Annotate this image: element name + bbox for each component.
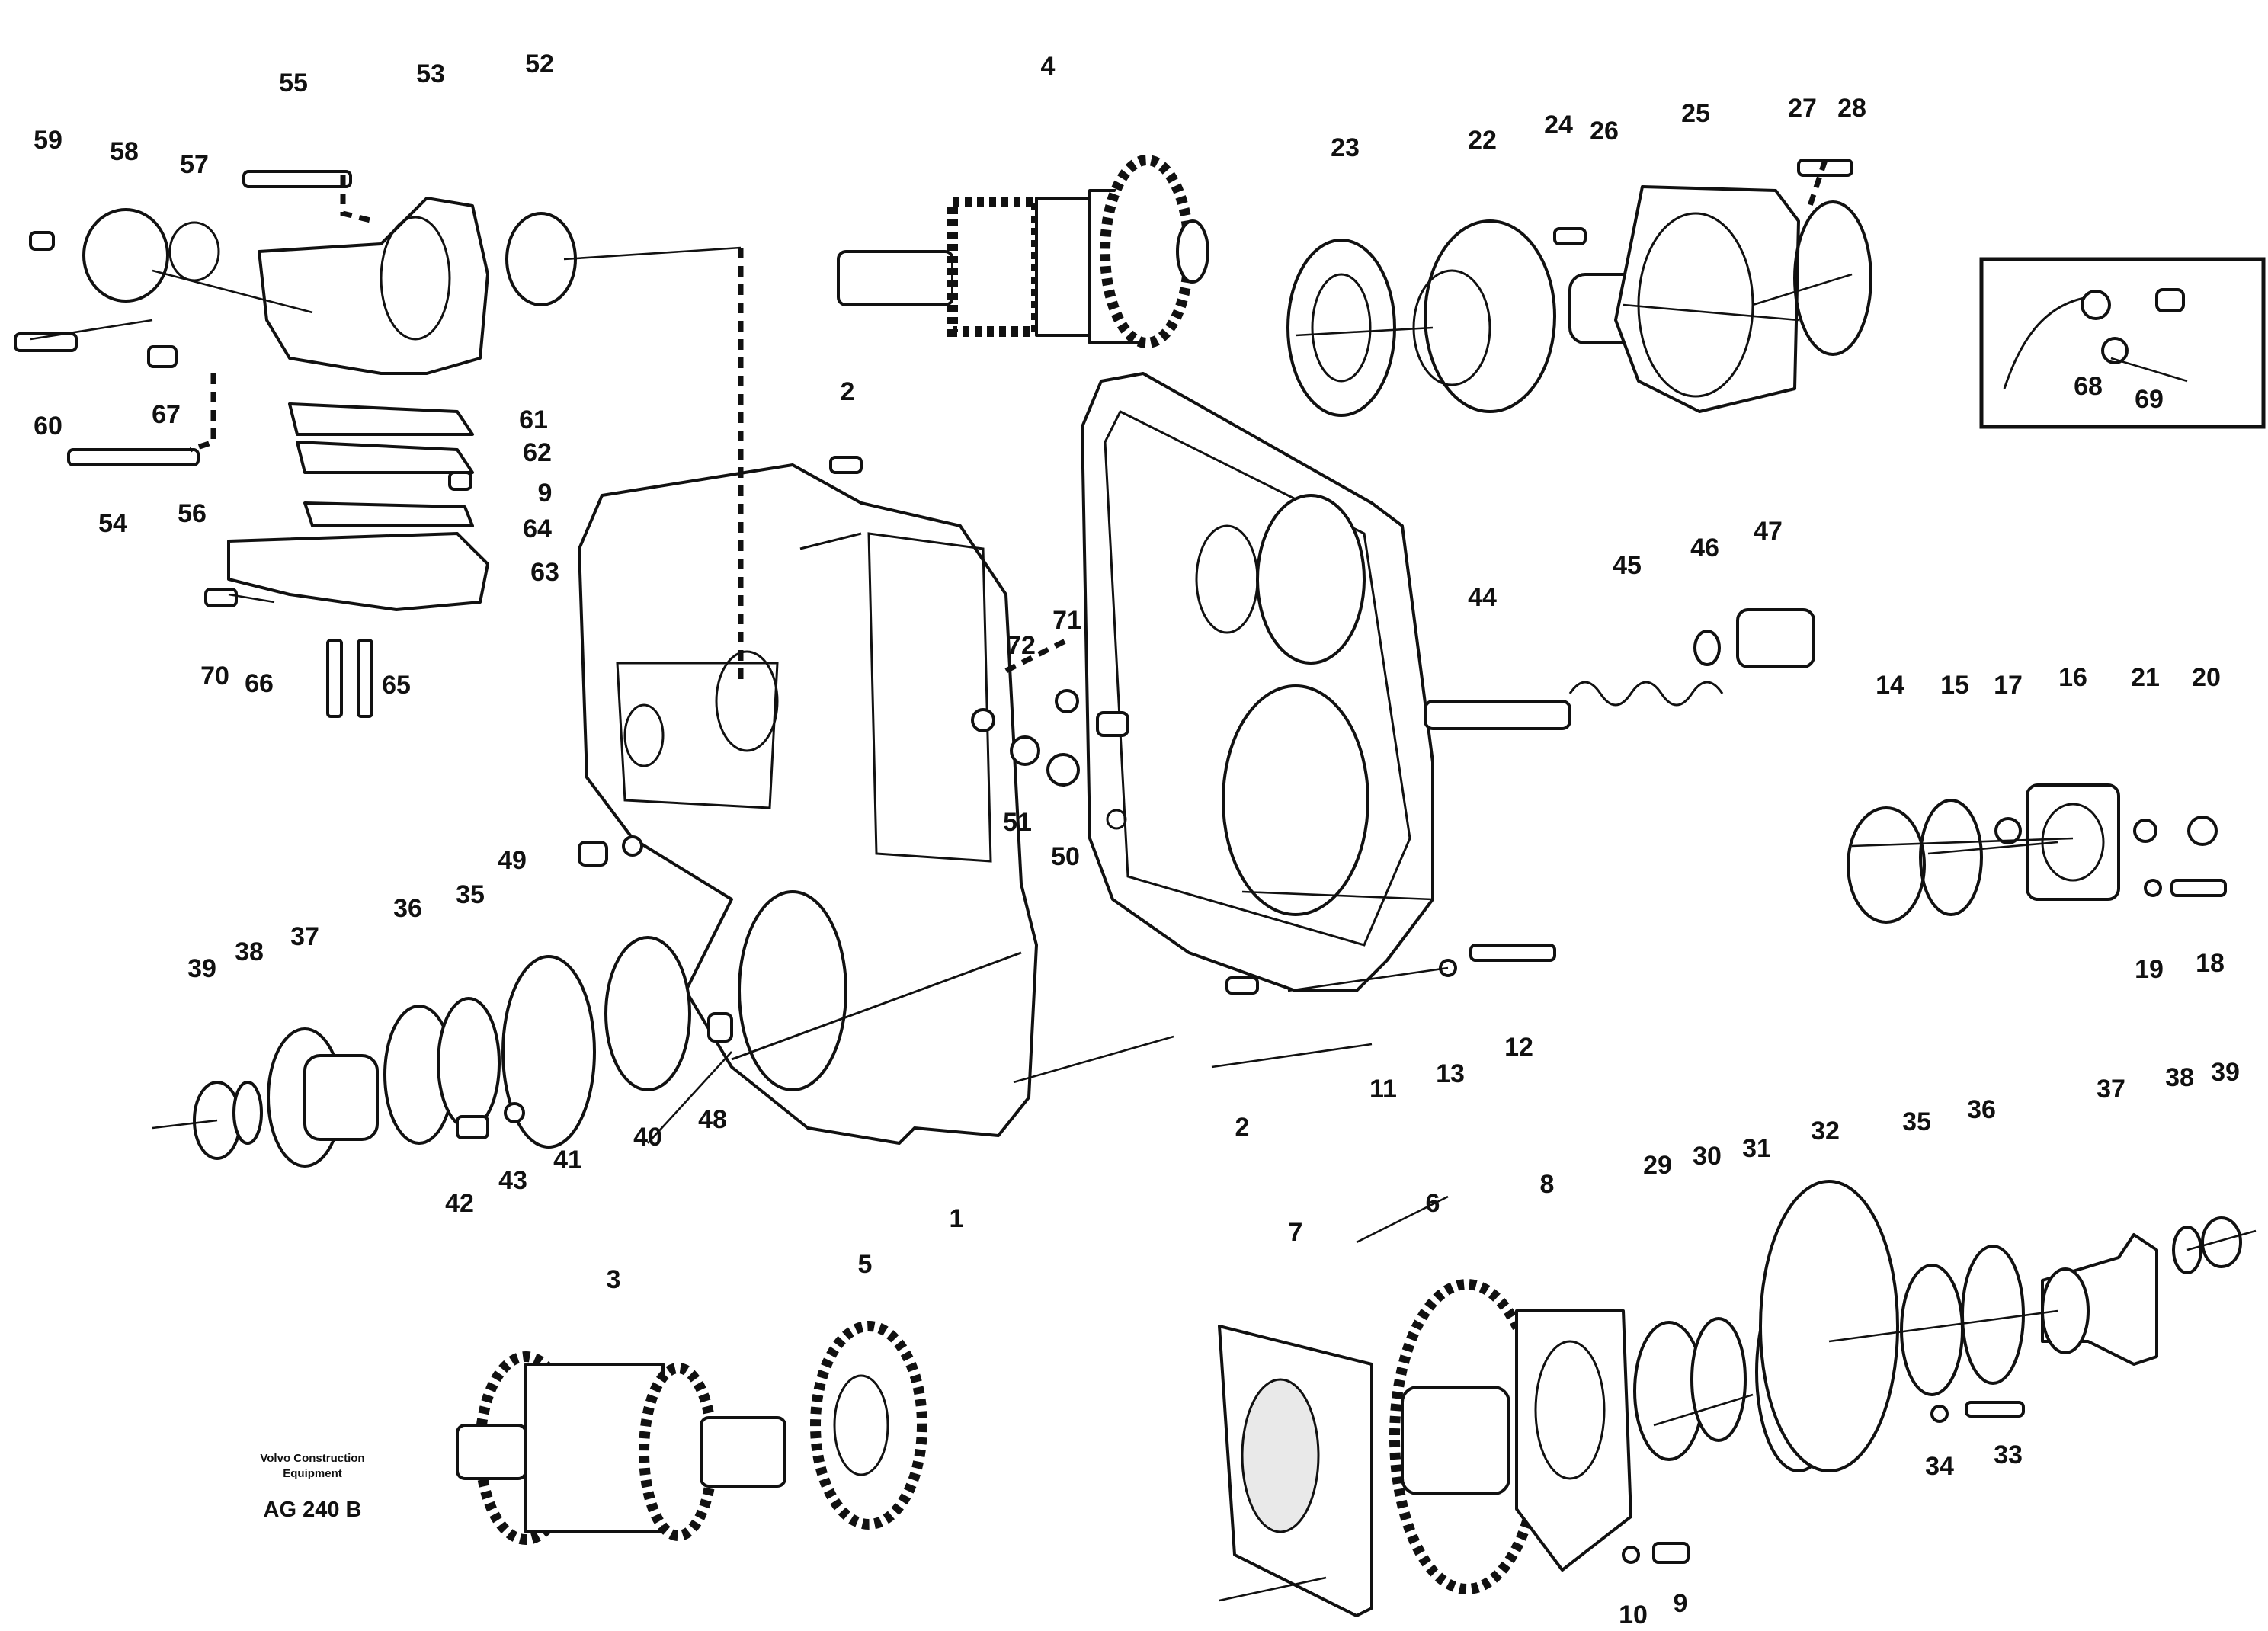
callout-49: 49 — [498, 846, 527, 875]
gearshaft-lower — [456, 1321, 927, 1545]
callout-5: 5 — [858, 1250, 873, 1279]
callout-21: 21 — [2131, 663, 2160, 692]
callout-56: 56 — [178, 499, 207, 528]
callout-33: 33 — [1994, 1440, 2023, 1469]
callout-17: 17 — [1994, 671, 2023, 700]
callout-52: 52 — [525, 50, 554, 79]
callout-35: 35 — [456, 880, 485, 909]
callout-28: 28 — [1837, 94, 1866, 123]
callout-64: 64 — [523, 514, 552, 543]
callout-20: 20 — [2192, 663, 2221, 692]
callout-40: 40 — [633, 1123, 662, 1152]
callout-41: 41 — [553, 1146, 582, 1174]
callout-38: 38 — [235, 937, 264, 966]
callout-72: 72 — [1007, 631, 1036, 660]
callout-32: 32 — [1811, 1117, 1840, 1146]
callout-15: 15 — [1940, 671, 1969, 700]
callout-55: 55 — [279, 69, 308, 98]
callout-3: 3 — [607, 1265, 621, 1294]
callout-38: 38 — [2165, 1063, 2194, 1092]
callout-71: 71 — [1052, 606, 1081, 635]
callout-36: 36 — [1967, 1095, 1996, 1124]
callout-50: 50 — [1051, 842, 1080, 871]
callout-47: 47 — [1754, 517, 1783, 546]
caption-code: AG 240 B — [264, 1498, 362, 1522]
caption-line-1: Volvo Construction — [260, 1452, 364, 1465]
callout-26: 26 — [1590, 117, 1619, 146]
leader-lines — [30, 159, 2257, 1602]
callout-67: 67 — [152, 400, 181, 429]
callout-37: 37 — [2097, 1075, 2125, 1104]
callout-2: 2 — [841, 377, 855, 406]
callout-57: 57 — [180, 150, 209, 179]
callout-59: 59 — [34, 126, 62, 155]
callout-6: 6 — [1426, 1189, 1440, 1218]
pto-housing-group — [14, 170, 577, 718]
callout-69: 69 — [2135, 385, 2164, 414]
rear-cover — [1081, 372, 1434, 992]
callout-62: 62 — [523, 438, 552, 467]
callout-65: 65 — [382, 671, 411, 700]
callout-4: 4 — [1041, 52, 1056, 81]
callout-37: 37 — [290, 922, 319, 951]
callout-35: 35 — [1902, 1107, 1931, 1136]
callout-2: 2 — [1235, 1113, 1250, 1142]
callout-13: 13 — [1436, 1059, 1465, 1088]
callout-36: 36 — [393, 894, 422, 923]
callout-51: 51 — [1003, 808, 1032, 837]
callout-43: 43 — [498, 1166, 527, 1195]
callout-39: 39 — [2211, 1058, 2240, 1087]
callout-61: 61 — [519, 405, 548, 434]
callout-34: 34 — [1925, 1452, 1954, 1481]
callout-39: 39 — [187, 954, 216, 983]
callout-27: 27 — [1788, 94, 1817, 123]
flange-group-right-middle — [1847, 783, 2227, 924]
callout-53: 53 — [416, 59, 445, 88]
callout-70: 70 — [200, 662, 229, 691]
callout-66: 66 — [245, 669, 274, 698]
callout-9: 9 — [1674, 1589, 1688, 1618]
inset-sensor-detail — [1979, 257, 2266, 429]
flange-group-upper-right — [1286, 159, 1872, 417]
callout-23: 23 — [1331, 133, 1360, 162]
callout-7: 7 — [1289, 1218, 1303, 1247]
callout-1: 1 — [950, 1204, 964, 1233]
callout-18: 18 — [2196, 949, 2225, 978]
figure-caption: Volvo Construction Equipment AG 240 B — [260, 1452, 364, 1522]
callout-9: 9 — [538, 479, 553, 508]
callout-48: 48 — [698, 1105, 727, 1134]
callout-42: 42 — [445, 1189, 474, 1218]
callout-44: 44 — [1468, 583, 1497, 612]
shaft-spring-group — [1424, 608, 1815, 730]
callout-12: 12 — [1504, 1033, 1533, 1062]
gearshaft-upper — [837, 155, 1209, 348]
callout-63: 63 — [530, 558, 559, 587]
callout-22: 22 — [1468, 126, 1497, 155]
callout-19: 19 — [2135, 955, 2164, 984]
caption-line-2: Equipment — [283, 1467, 342, 1480]
callout-14: 14 — [1876, 671, 1904, 700]
output-flange-group-left — [193, 835, 733, 1168]
callout-46: 46 — [1690, 534, 1719, 562]
callout-labels: 1 2 2 3 4 5 6 7 8 9 9 10 11 12 13 14 15 … — [34, 50, 2240, 1629]
callout-24: 24 — [1544, 111, 1573, 139]
callout-10: 10 — [1619, 1601, 1648, 1629]
callout-8: 8 — [1540, 1170, 1555, 1199]
callout-31: 31 — [1742, 1134, 1771, 1163]
callout-54: 54 — [98, 509, 127, 538]
callout-58: 58 — [110, 137, 139, 166]
callout-16: 16 — [2058, 663, 2087, 692]
callout-11: 11 — [1369, 1075, 1397, 1104]
housing-small-parts — [829, 456, 1556, 995]
callout-29: 29 — [1643, 1151, 1672, 1180]
callout-60: 60 — [34, 412, 62, 441]
output-gear-group-right — [1218, 1180, 2242, 1617]
callout-25: 25 — [1681, 99, 1710, 128]
callout-45: 45 — [1613, 551, 1642, 580]
callout-30: 30 — [1693, 1142, 1722, 1171]
callout-68: 68 — [2074, 372, 2103, 401]
